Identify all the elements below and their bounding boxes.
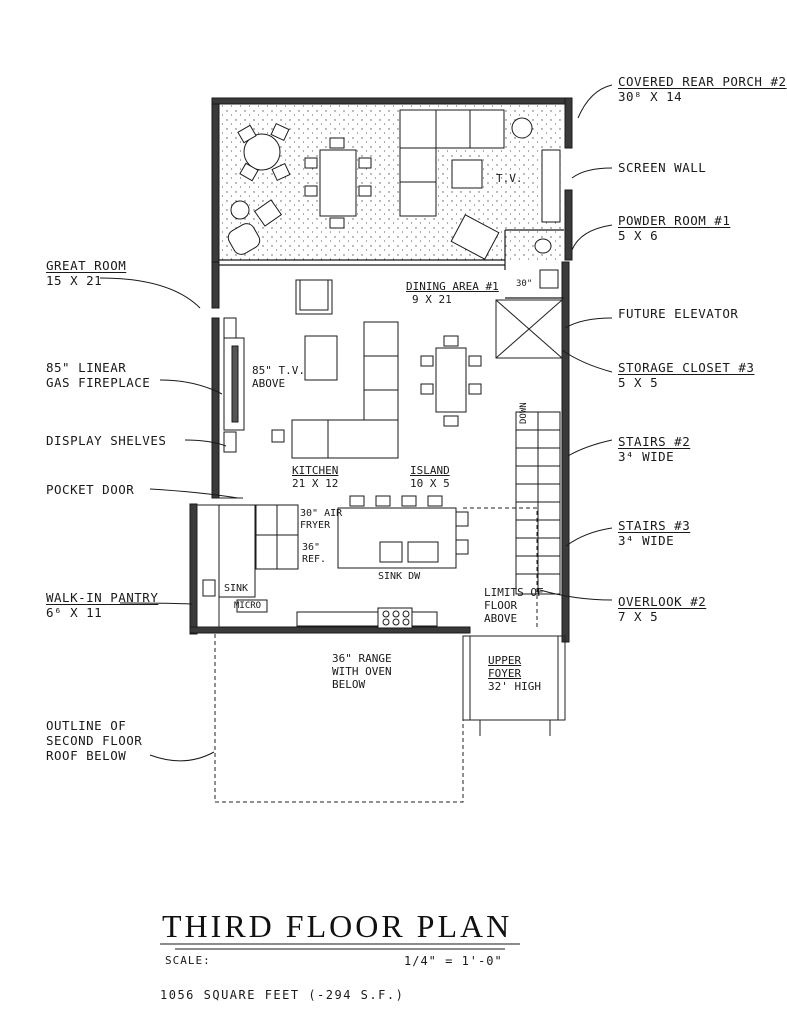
fireplace-line2: GAS FIREPLACE	[46, 375, 151, 390]
room-limits: LIMITS OF FLOOR ABOVE	[484, 586, 544, 625]
air-fryer-line2: FRYER	[300, 520, 331, 531]
roof-outline-dashed	[214, 507, 538, 803]
ref-line2: REF.	[302, 554, 327, 565]
future-elevator-name: FUTURE ELEVATOR	[618, 306, 739, 321]
label-pocket-door: POCKET DOOR	[46, 482, 134, 497]
label-storage-closet: STORAGE CLOSET #3 5 x 5	[618, 360, 754, 390]
display-shelves-name: DISPLAY SHELVES	[46, 433, 167, 448]
covered-rear-porch-size: 30⁸ x 14	[618, 89, 683, 104]
interior-lines	[196, 299, 566, 736]
room-island: ISLAND 10 x 5	[410, 464, 450, 490]
room-tv-porch: T.V.	[496, 172, 523, 185]
powder-room-name: POWDER ROOM #1	[618, 213, 731, 228]
square-footage: 1056 SQUARE FEET (-294 S.F.)	[160, 988, 405, 1002]
limits-line2: FLOOR	[484, 599, 518, 612]
room-kitchen: KITCHEN 21 x 12	[292, 464, 338, 490]
walk-in-pantry-name: WALK-IN PANTRY	[46, 590, 159, 605]
air-fryer-line1: 30" AIR	[300, 508, 343, 519]
stairs-3-name: STAIRS #3	[618, 518, 691, 533]
overlook-size: 7 x 5	[618, 609, 659, 624]
stairs-3-size: 3⁴ WIDE	[618, 533, 675, 548]
overlook-name: OVERLOOK #2	[618, 594, 707, 609]
room-upper-foyer: UPPER FOYER 32' HIGH	[488, 654, 541, 693]
title-underlines	[160, 943, 520, 950]
kitchen-name: KITCHEN	[292, 464, 339, 477]
leader-lines	[99, 84, 613, 762]
kitchen-furniture	[202, 495, 469, 629]
outline-roof-line3: ROOF BELOW	[46, 748, 127, 763]
walk-in-pantry-size: 6⁶ x 11	[46, 605, 103, 620]
label-overlook: OVERLOOK #2 7 x 5	[618, 594, 706, 624]
room-air-fryer: 30" AIR FRYER	[300, 508, 342, 532]
title-block: THIRD FLOOR PLAN SCALE: 1/4" = 1'-0" 105…	[140, 908, 560, 1018]
porch-furniture	[227, 109, 561, 260]
room-sink-dw: SINK DW	[378, 571, 421, 582]
porch-wall	[219, 229, 564, 299]
ref-line1: 36"	[302, 542, 321, 553]
fireplace-line1: 85" LINEAR	[46, 360, 127, 375]
upper-foyer-line3: 32' HIGH	[488, 680, 541, 693]
room-ref: 36" REF.	[302, 542, 326, 566]
powder-room-fixtures	[534, 238, 559, 289]
label-powder-room: POWDER ROOM #1 5 x 6	[618, 213, 730, 243]
scale-label: SCALE:	[165, 954, 211, 967]
upper-foyer-line1: UPPER	[488, 654, 522, 667]
stairs	[515, 411, 561, 595]
upper-foyer-line2: FOYER	[488, 667, 522, 680]
powder-room-size: 5 x 6	[618, 228, 659, 243]
tv-above-line2: ABOVE	[252, 377, 286, 390]
outline-roof-line1: OUTLINE OF	[46, 718, 127, 733]
storage-closet-name: STORAGE CLOSET #3	[618, 360, 755, 375]
room-tv-above: 85" T.V. ABOVE	[252, 364, 305, 390]
label-covered-rear-porch: COVERED REAR PORCH #2 30⁸ x 14	[618, 74, 787, 104]
drawing-title: THIRD FLOOR PLAN	[162, 908, 513, 944]
room-range: 36" RANGE WITH OVEN BELOW	[332, 652, 392, 691]
range-line2: WITH OVEN	[332, 665, 392, 678]
great-room-name: GREAT ROOM	[46, 258, 127, 273]
covered-rear-porch-name: COVERED REAR PORCH #2	[618, 74, 787, 89]
tv-above-line1: 85" T.V.	[252, 364, 305, 377]
storage-closet-size: 5 x 5	[618, 375, 659, 390]
dining-area-name: DINING AREA #1	[406, 280, 499, 293]
limits-line3: ABOVE	[484, 612, 518, 625]
island-name: ISLAND	[410, 464, 450, 477]
outline-roof-line2: SECOND FLOOR	[46, 733, 143, 748]
label-display-shelves: DISPLAY SHELVES	[46, 433, 166, 448]
screen-wall-name: SCREEN WALL	[618, 160, 707, 175]
label-stairs-3: STAIRS #3 3⁴ WIDE	[618, 518, 690, 548]
label-walk-in-pantry: WALK-IN PANTRY 6⁶ x 11	[46, 590, 158, 620]
range-line1: 36" RANGE	[332, 652, 392, 665]
island-size: 10 x 5	[410, 477, 450, 490]
label-screen-wall: SCREEN WALL	[618, 160, 706, 175]
limits-line1: LIMITS OF	[484, 586, 544, 599]
label-outline-roof: OUTLINE OF SECOND FLOOR ROOF BELOW	[46, 718, 142, 763]
scale-value: 1/4" = 1'-0"	[404, 954, 503, 968]
pocket-door-name: POCKET DOOR	[46, 482, 135, 497]
stairs-2-name: STAIRS #2	[618, 434, 691, 449]
dining-area-size: 9 x 21	[412, 293, 452, 306]
stairs-2-size: 3⁴ WIDE	[618, 449, 675, 464]
label-stairs-2: STAIRS #2 3⁴ WIDE	[618, 434, 690, 464]
dimension-30: 30"	[516, 279, 533, 289]
stair-down-label: DOWN	[519, 402, 529, 424]
label-great-room: GREAT ROOM 15 x 21	[46, 258, 126, 288]
room-micro: MICRO	[234, 601, 262, 611]
room-sink: SINK	[224, 583, 249, 594]
label-fireplace: 85" LINEAR GAS FIREPLACE	[46, 360, 150, 390]
great-room-size: 15 x 21	[46, 273, 103, 288]
great-room-furniture	[223, 279, 482, 459]
kitchen-size: 21 x 12	[292, 477, 339, 490]
room-dining-area: DINING AREA #1 9 x 21	[406, 280, 499, 306]
range-line3: BELOW	[332, 678, 366, 691]
label-future-elevator: FUTURE ELEVATOR	[618, 306, 738, 321]
